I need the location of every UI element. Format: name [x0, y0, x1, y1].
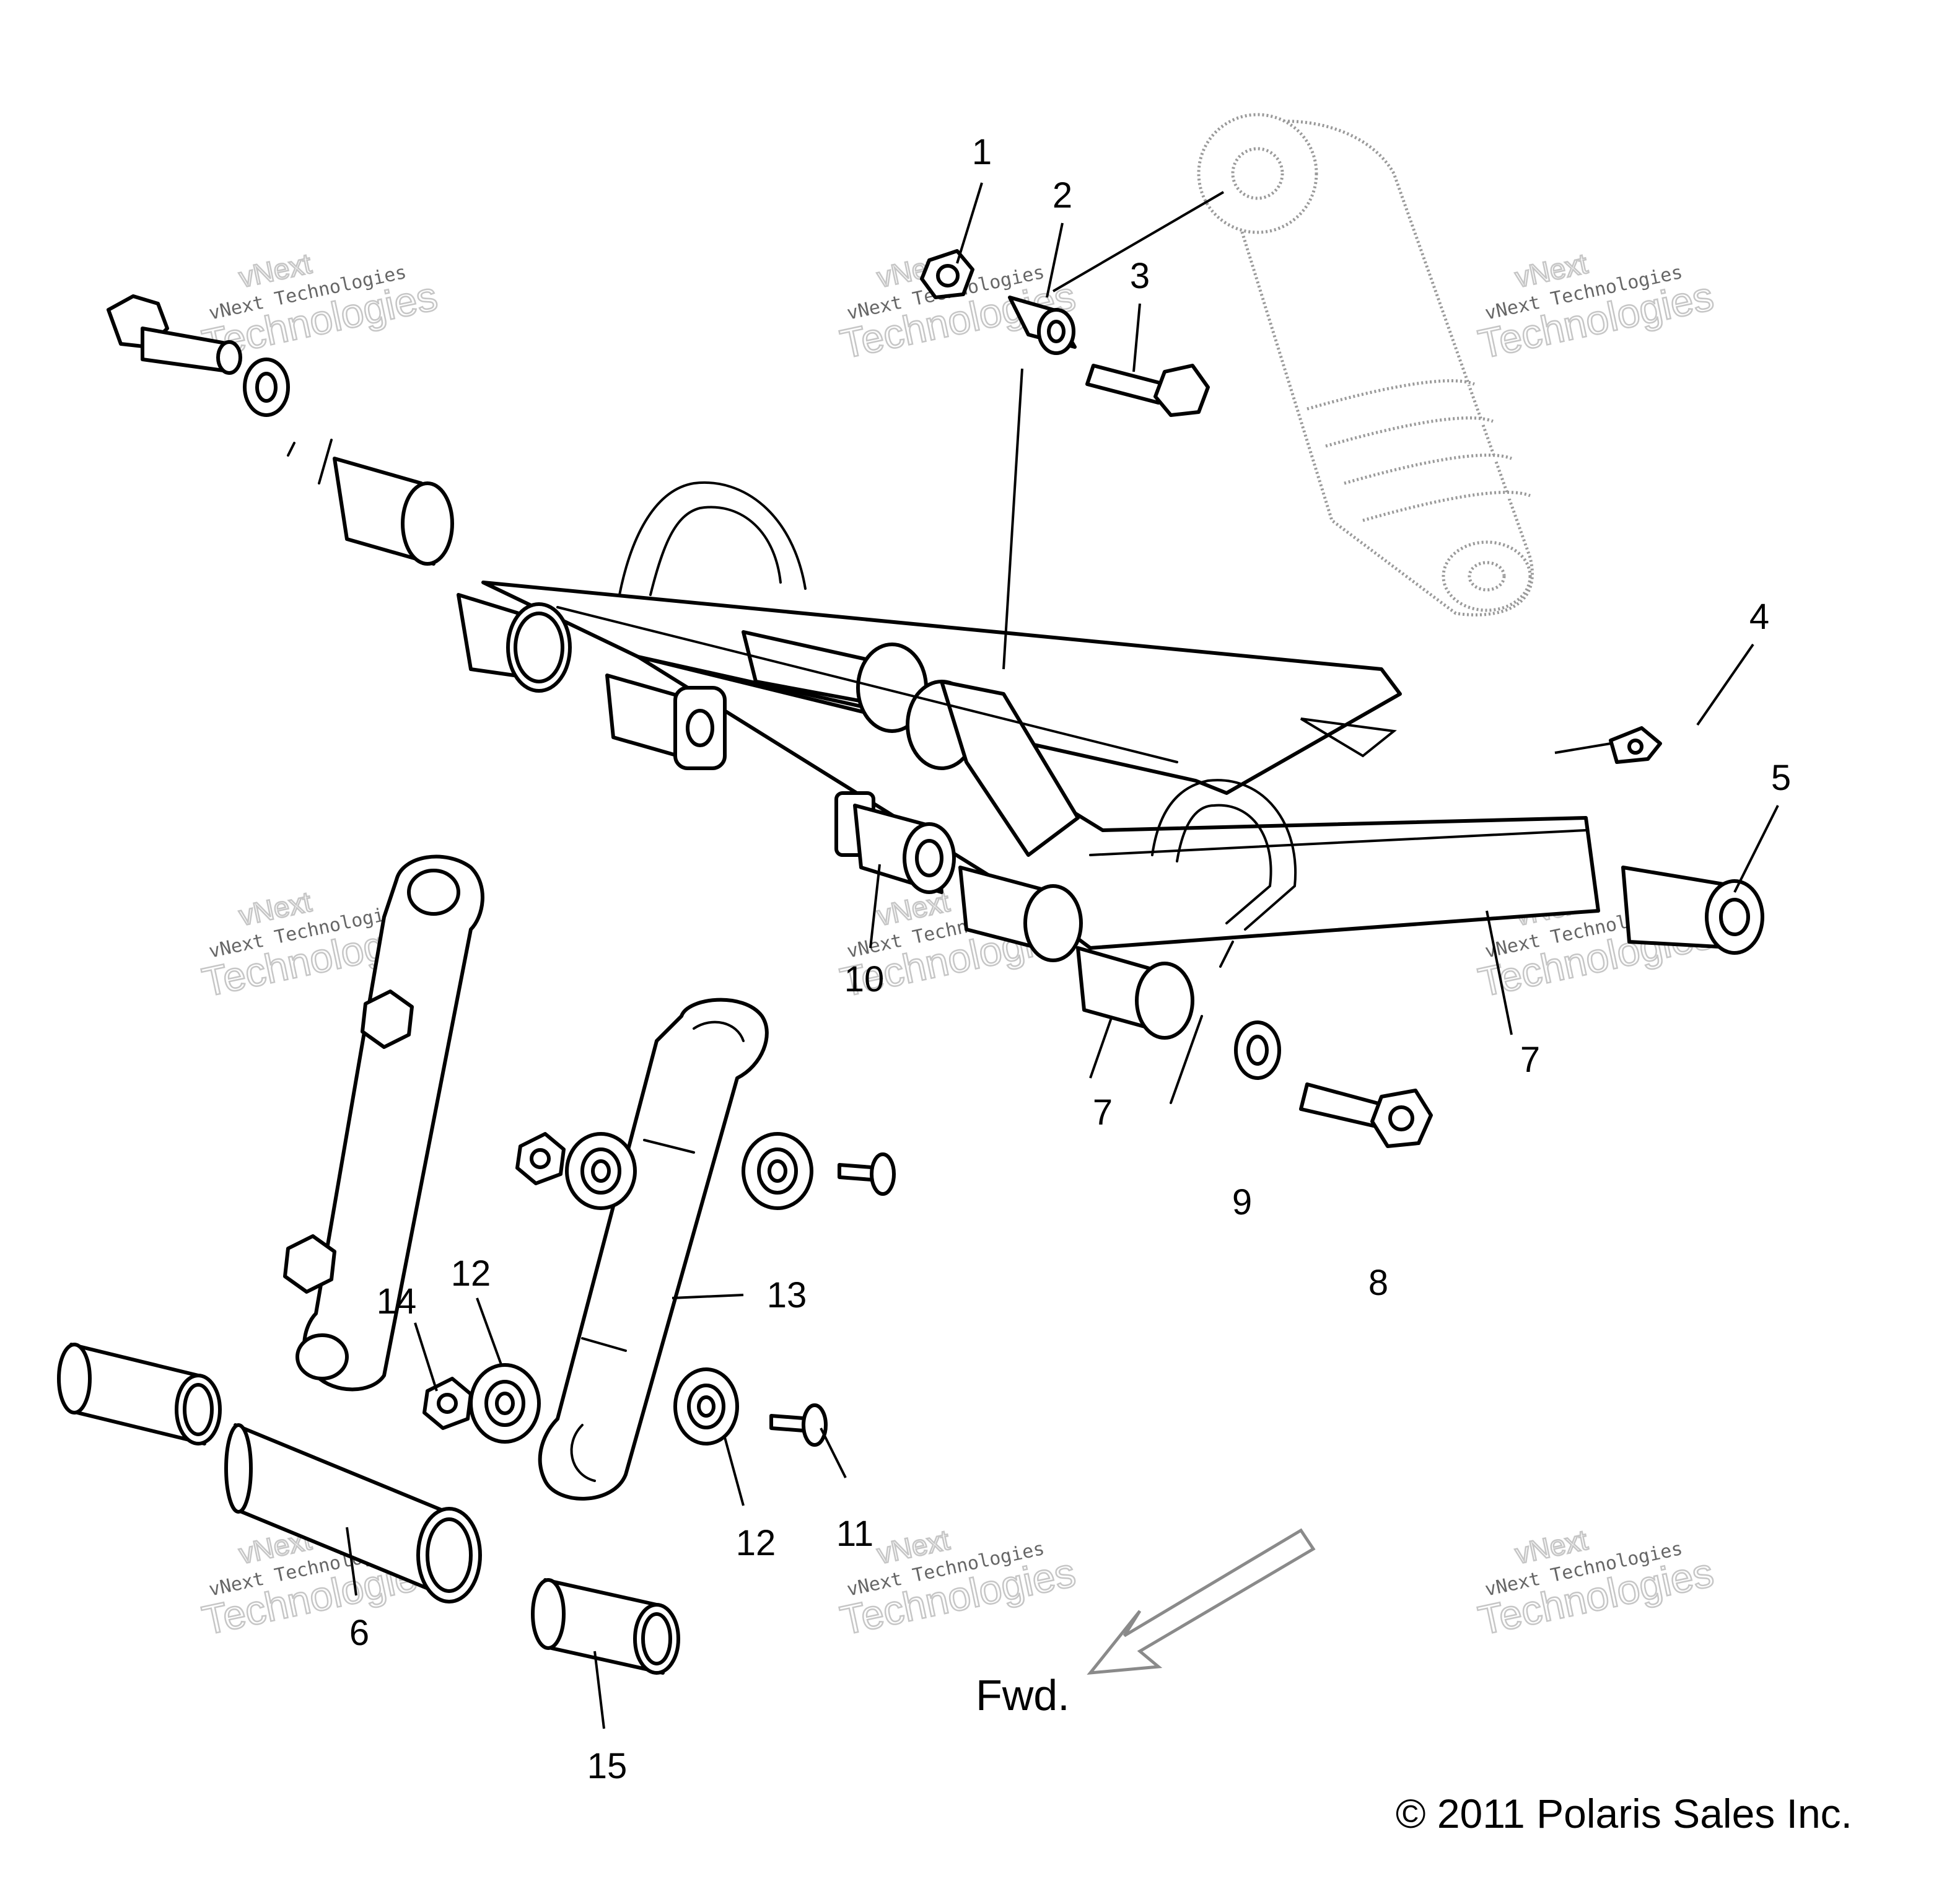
link-shaft-6 [224, 1423, 482, 1603]
pivot-bushing-left [333, 457, 454, 566]
link-bolt-top [838, 1152, 896, 1196]
pivot-bolt-right [1299, 1082, 1433, 1148]
break-mark [318, 439, 333, 485]
copyright-notice: © 2011 Polaris Sales Inc. [1396, 1791, 1852, 1836]
callout-8: 8 [1368, 1263, 1388, 1303]
link-washer-12-left [469, 1363, 541, 1444]
callout-13: 13 [767, 1275, 807, 1315]
callout-15: 15 [587, 1746, 628, 1786]
shock-mount-nut [920, 249, 974, 299]
callout-11: 11 [836, 1514, 873, 1554]
leader-lines [346, 182, 1779, 1729]
callout-12: 12 [736, 1523, 776, 1563]
pivot-bolt-left [107, 294, 242, 375]
pivot-washer-left [243, 358, 290, 417]
callout-4: 4 [1749, 597, 1769, 637]
watermark: vNext vNext Technologies Technologies [1474, 246, 1718, 367]
shock-absorber [1197, 113, 1534, 616]
link-bolt-11 [769, 1403, 828, 1447]
watermark: vNext vNext Technologies Technologies [1474, 1522, 1718, 1644]
break-mark [287, 442, 295, 457]
pivot-washer-right [1234, 1020, 1281, 1080]
link-bushing-upper-left [57, 1343, 222, 1446]
pivot-bushing-7 [958, 866, 1083, 962]
pivot-bushing-7b [1076, 946, 1194, 1040]
break-mark [1219, 941, 1234, 968]
callout-3: 3 [1130, 256, 1150, 296]
rear-link-left [283, 854, 484, 1392]
callout-2: 2 [1053, 175, 1072, 216]
link-nut-top [515, 1132, 566, 1185]
callout-12: 12 [451, 1253, 491, 1294]
callout-6: 6 [349, 1613, 369, 1653]
link-washer-12-right [673, 1367, 739, 1446]
flanged-bushing-10 [834, 791, 956, 894]
link-washer-top-left [565, 1132, 637, 1210]
grease-fitting [1609, 726, 1662, 764]
callout-7: 7 [1520, 1040, 1540, 1080]
callouts: 1 2 3 4 5 7 7 8 9 10 13 14 12 12 11 6 15 [349, 132, 1791, 1786]
callout-5: 5 [1771, 758, 1791, 798]
break-mark [1170, 1015, 1203, 1104]
forward-label: Fwd. [976, 1671, 1070, 1719]
link-bushing-15 [531, 1578, 680, 1675]
callout-7: 7 [1093, 1092, 1113, 1133]
forward-arrow [1087, 1528, 1316, 1675]
shock-mount-bolt [1085, 364, 1210, 417]
shock-mount-spacer [1008, 296, 1077, 355]
link-washer-top-right [742, 1132, 813, 1210]
rear-link-13 [538, 998, 769, 1501]
link-nut-14 [422, 1377, 473, 1430]
flanged-bushing [605, 673, 727, 770]
swing-arm [457, 481, 1764, 955]
callout-1: 1 [972, 132, 992, 172]
callout-14: 14 [377, 1281, 417, 1322]
callout-9: 9 [1232, 1182, 1252, 1222]
callout-10: 10 [844, 959, 885, 999]
